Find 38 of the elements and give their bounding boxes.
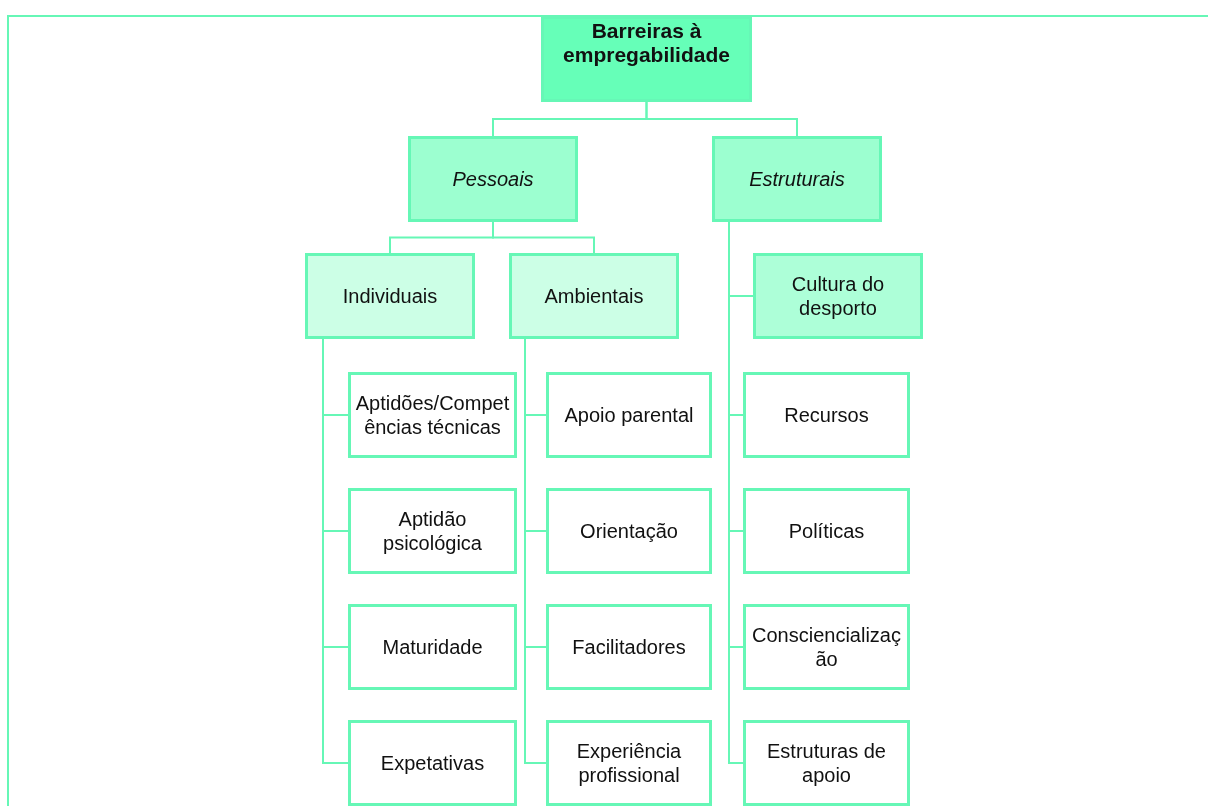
category-box — [348, 372, 517, 458]
node-text: Aptidões/Competências técnicas — [354, 391, 511, 439]
category-box — [743, 488, 910, 574]
node-text: Apoio parental — [564, 403, 694, 427]
category-box — [743, 720, 910, 806]
node-text: Individuais — [342, 284, 438, 308]
category-box — [348, 720, 517, 806]
connector-line — [645, 101, 798, 137]
node-text: Ambientais — [544, 284, 644, 308]
root-box — [541, 16, 752, 102]
connector-line — [492, 221, 595, 254]
node-text: Facilitadores — [572, 635, 686, 659]
node-text: Maturidade — [382, 635, 483, 659]
category-box — [348, 488, 517, 574]
node-text: Recursos — [784, 403, 869, 427]
node-text: Estruturais — [749, 167, 845, 191]
category-box — [348, 604, 517, 690]
node-text: Barreiras à empregabilidade — [562, 19, 731, 68]
category-box — [546, 720, 712, 806]
category-box — [546, 488, 712, 574]
category-box — [546, 604, 712, 690]
node-text: Consciencialização — [751, 623, 902, 671]
node-text: Pessoais — [452, 167, 534, 191]
node-text: Aptidão psicológica — [382, 507, 483, 555]
node-text: Expetativas — [380, 751, 485, 775]
category-box — [305, 253, 475, 339]
node-text: Orientação — [580, 519, 678, 543]
node-text: Experiência profissional — [575, 739, 683, 787]
category-box — [408, 136, 578, 222]
category-box — [743, 372, 910, 458]
category-box — [546, 372, 712, 458]
category-box — [743, 604, 910, 690]
category-box — [712, 136, 882, 222]
category-box — [753, 253, 923, 339]
node-text: Cultura do desporto — [790, 272, 886, 320]
category-box — [509, 253, 679, 339]
node-text: Estruturas de apoio — [766, 739, 887, 787]
node-text: Políticas — [788, 519, 865, 543]
